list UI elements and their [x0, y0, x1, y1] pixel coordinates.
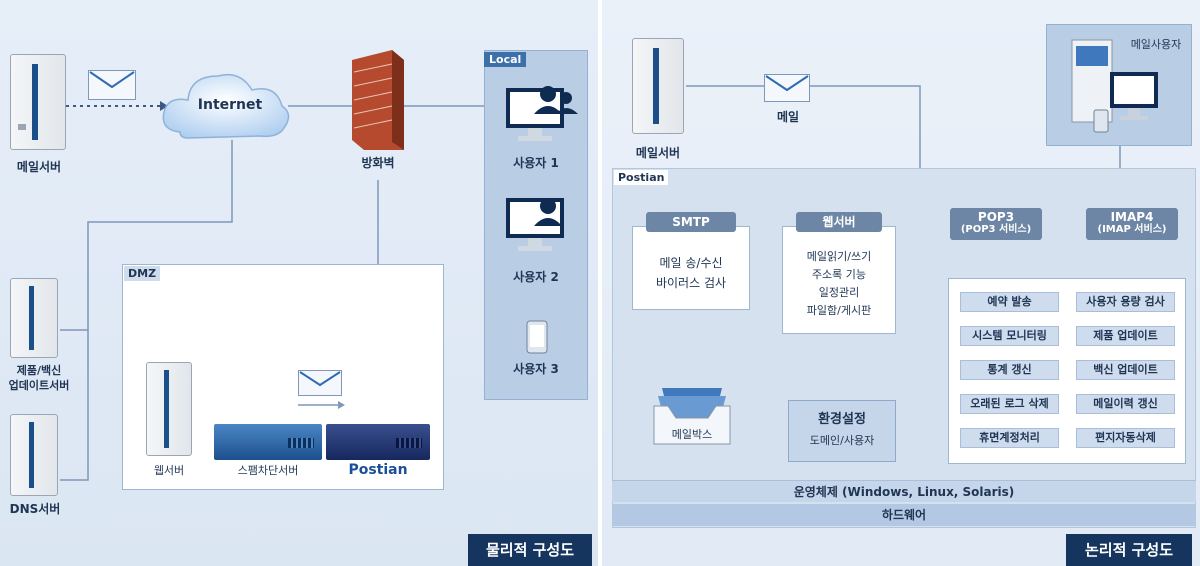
postian-appliance-icon: [326, 424, 430, 460]
os-band: 운영체제 (Windows, Linux, Solaris): [612, 480, 1196, 502]
feature-item: 사용자 용량 검사: [1076, 292, 1175, 312]
smtp-header: SMTP: [646, 212, 736, 232]
mailbox-tray-icon: [653, 388, 731, 445]
web-server-icon: [146, 362, 192, 456]
user-3-label: 사용자 3: [513, 362, 559, 376]
pop3-title: POP3: [977, 210, 1015, 224]
settings-title: 환경설정: [818, 412, 866, 427]
update-server-label-line1: 제품/백신: [16, 364, 62, 377]
mail-server-icon: [632, 38, 684, 134]
local-tag: Local: [484, 52, 527, 67]
feature-item: 휴면계정처리: [960, 428, 1059, 448]
feature-item: 시스템 모니터링: [960, 326, 1059, 346]
web-server-label: 웹서버: [153, 464, 185, 477]
spam-filter-server-icon: [214, 424, 322, 460]
smtp-line-1: 메일 송/수신: [659, 256, 723, 270]
webserver-line: 메일읽기/쓰기: [806, 250, 872, 263]
pop3-box: POP3 (POP3 서비스): [950, 208, 1042, 240]
user-desktop-icon: [506, 86, 578, 141]
update-server-label-line2: 업데이트서버: [8, 379, 70, 392]
envelope-icon: [298, 370, 342, 396]
settings-subtitle: 도메인/사용자: [809, 434, 875, 447]
smtp-line-2: 바이러스 검사: [655, 276, 727, 290]
physical-diagram-title: 물리적 구성도: [468, 534, 592, 566]
internet-label: Internet: [197, 97, 263, 113]
smtp-box: [632, 226, 750, 310]
user-2-label: 사용자 2: [513, 270, 559, 284]
postian-label: Postian: [348, 462, 408, 478]
hardware-band: 하드웨어: [612, 504, 1196, 526]
imap4-subtitle: (IMAP 서비스): [1097, 224, 1167, 235]
dns-server-label: DNS서버: [9, 502, 61, 516]
webserver-line: 파일함/게시판: [806, 304, 872, 317]
feature-item: 제품 업데이트: [1076, 326, 1175, 346]
mail-server-label: 메일서버: [635, 146, 681, 160]
mail-user-devices-icon: [1071, 39, 1158, 133]
imap4-title: IMAP4: [1110, 210, 1154, 224]
imap4-box: IMAP4 (IMAP 서비스): [1086, 208, 1178, 240]
user-1-label: 사용자 1: [513, 156, 559, 170]
webserver-line: 일정관리: [818, 286, 860, 299]
firewall-label: 방화벽: [361, 156, 395, 170]
update-server-icon: [10, 278, 58, 358]
feature-item: 통계 갱신: [960, 360, 1059, 380]
spam-filter-server-label: 스팸차단서버: [237, 464, 299, 477]
mobile-phone-icon: [526, 320, 548, 354]
mail-user-label: 메일사용자: [1130, 38, 1182, 51]
firewall-icon: [352, 50, 404, 150]
settings-box: [788, 400, 896, 462]
feature-item: 백신 업데이트: [1076, 360, 1175, 380]
webserver-line: 주소록 기능: [811, 268, 867, 281]
mail-server-label: 메일서버: [16, 160, 62, 174]
mail-label: 메일: [776, 110, 800, 124]
envelope-icon: [88, 70, 136, 100]
internet-cloud-icon: [162, 73, 290, 139]
feature-item: 메일이력 갱신: [1076, 394, 1175, 414]
webserver-box: [782, 226, 896, 334]
mail-server-icon: [10, 54, 66, 150]
mailbox-label: 메일박스: [671, 428, 713, 441]
feature-item: 편지자동삭제: [1076, 428, 1175, 448]
pop3-subtitle: (POP3 서비스): [960, 224, 1032, 235]
arrow-right-icon: [298, 401, 345, 409]
webserver-header: 웹서버: [796, 212, 882, 232]
envelope-icon: [764, 74, 810, 102]
postian-tag: Postian: [614, 170, 669, 185]
dmz-tag: DMZ: [124, 266, 161, 281]
dns-server-icon: [10, 414, 58, 496]
user-desktop-icon: [506, 198, 564, 251]
feature-item: 오래된 로그 삭제: [960, 394, 1059, 414]
feature-item: 예약 발송: [960, 292, 1059, 312]
logical-diagram-title: 논리적 구성도: [1066, 534, 1192, 566]
